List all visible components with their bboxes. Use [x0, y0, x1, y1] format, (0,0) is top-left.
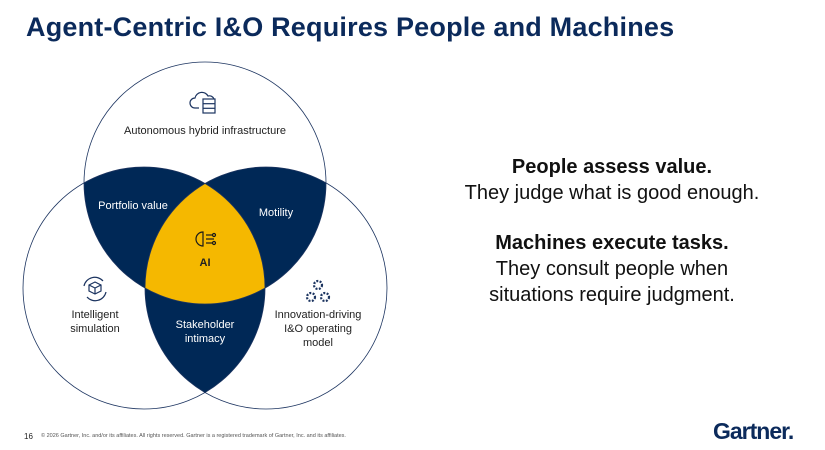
label-autonomous-hybrid-infrastructure: Autonomous hybrid infrastructure [123, 125, 287, 137]
message-line-1: People assess value. [511, 156, 713, 178]
gartner-logo: Gartner. [713, 418, 794, 444]
cube-cycle-icon [83, 276, 107, 302]
center-ai-region [145, 167, 265, 304]
circle-right [144, 166, 388, 410]
message-line-3: Machines execute tasks. [495, 232, 729, 254]
message-line-4: They consult people when [495, 258, 729, 280]
circle-left [22, 166, 266, 410]
label-motility: Motility [258, 207, 294, 219]
slide-title: Agent-Centric I&O Requires People and Ma… [26, 12, 675, 42]
label-intelligent-simulation: Intelligent simulation [70, 309, 120, 335]
label-stakeholder-intimacy: Stakeholder intimacy [175, 319, 235, 345]
key-message: People assess value. They judge what is … [465, 154, 760, 308]
venn-diagram [22, 61, 388, 410]
message-line-2: They judge what is good enough. [464, 182, 760, 204]
gears-icon [305, 279, 331, 303]
message-line-5: situations require judgment. [489, 284, 735, 306]
label-portfolio-value: Portfolio value [98, 200, 168, 212]
page-number: 16 [24, 432, 33, 441]
label-innovation-driving-model: Innovation-driving I&O operating model [274, 309, 362, 349]
ai-brain-icon [195, 231, 217, 247]
label-ai: AI [199, 257, 211, 269]
copyright-notice: © 2026 Gartner, Inc. and/or its affiliat… [41, 433, 346, 439]
cloud-server-icon [189, 91, 216, 114]
